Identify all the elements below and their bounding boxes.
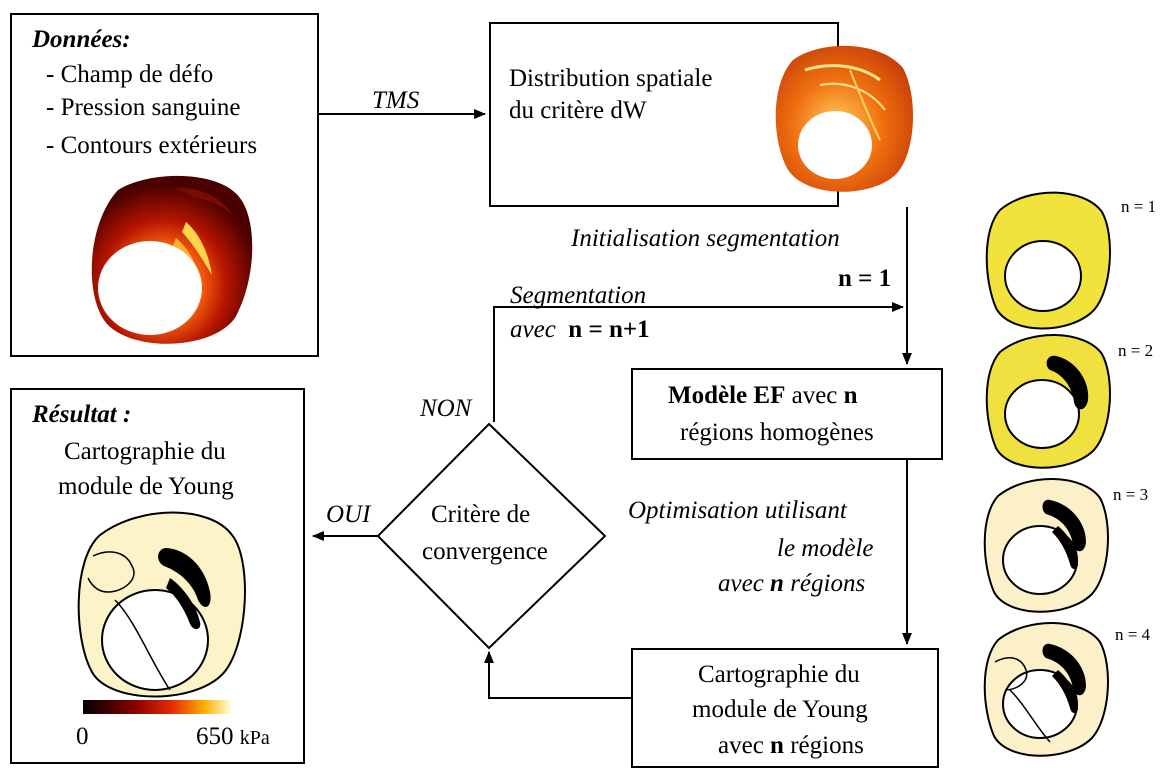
resultat-line-2: module de Young (58, 473, 234, 500)
resultat-title: Résultat : (32, 401, 132, 428)
colorbar (83, 700, 231, 714)
segmentation-formula: n = n+1 (568, 316, 650, 343)
distribution-line-1: Distribution spatiale (509, 65, 713, 92)
cartographie-n-box (631, 648, 939, 768)
modele-box (631, 368, 943, 460)
initialisation-line-1: Initialisation segmentation (571, 225, 840, 252)
modele-n: n (843, 382, 858, 409)
stage-image-1 (985, 191, 1111, 330)
stage-image-3 (983, 478, 1109, 613)
initialisation-line-2: n = 1 (838, 265, 892, 292)
donnees-item-3: - Contours extérieurs (46, 132, 258, 159)
donnees-item-2: - Pression sanguine (46, 94, 241, 121)
non-label: NON (420, 395, 472, 422)
cartographie-n-regions: régions (783, 732, 864, 759)
resultat-line-1: Cartographie du (64, 438, 226, 465)
scale-max-value: 650 (196, 723, 234, 750)
segmentation-line-1: Segmentation (510, 282, 647, 309)
stage-label-3: n = 3 (1113, 485, 1149, 504)
scale-max-label: 650 kPa (196, 722, 270, 753)
strain-field-image (91, 175, 253, 344)
optimisation-line-2: le modèle (777, 535, 874, 562)
cartographie-n-line-2: module de Young (692, 696, 868, 723)
optimisation-line-3: avec n régions (718, 569, 865, 599)
stage-label-1: n = 1 (1121, 197, 1157, 216)
cartographie-n-n: n (770, 732, 784, 759)
optimisation-regions: régions (783, 570, 866, 597)
stage-label-2: n = 2 (1118, 341, 1154, 360)
distribution-line-2: du critère dW (509, 97, 647, 124)
cartographie-n-line-1: Cartographie du (698, 661, 860, 688)
modele-line-2: régions homogènes (680, 419, 874, 446)
stage-image-4 (983, 622, 1109, 757)
optimisation-n: n (770, 570, 784, 597)
donnees-item-1: - Champ de défo (46, 61, 214, 88)
critere-diamond (376, 422, 607, 650)
stage-image-2 (985, 334, 1111, 469)
segmentation-line-2: avec n = n+1 (510, 315, 650, 345)
cartographie-n-avec: avec (718, 732, 771, 759)
dW-distribution-image (775, 45, 914, 192)
critere-line-1: Critère de (431, 501, 531, 528)
segmentation-avec: avec (510, 316, 556, 343)
critere-line-2: convergence (422, 538, 548, 565)
optimisation-line-1: Optimisation utilisant (628, 497, 847, 524)
stage-label-4: n = 4 (1115, 625, 1151, 644)
oui-label: OUI (326, 501, 371, 528)
flow-connectors (312, 109, 912, 699)
scale-unit: kPa (239, 727, 270, 749)
tms-label: TMS (372, 87, 420, 114)
young-modulus-map (77, 511, 246, 698)
scale-min-label: 0 (76, 723, 89, 750)
modele-bold-part: Modèle EF (668, 382, 786, 409)
optimisation-avec: avec (718, 570, 771, 597)
donnees-title: Données: (32, 26, 131, 53)
modele-mid-part: avec (785, 382, 844, 409)
modele-line-1: Modèle EF avec n (668, 381, 858, 411)
cartographie-n-line-3: avec n régions (718, 731, 864, 761)
